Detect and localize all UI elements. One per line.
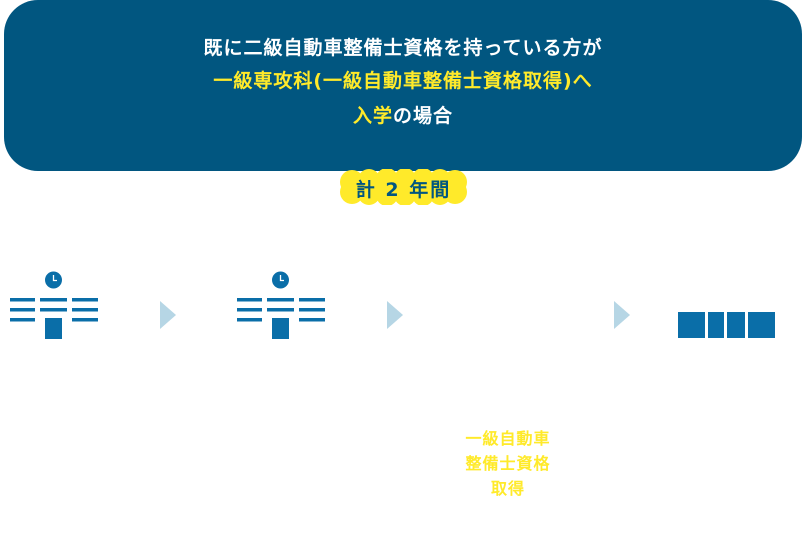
badge-label: 計 2 年間 (355, 179, 452, 201)
result-line-1: 一級自動車 (465, 429, 551, 448)
school-year-1-icon (10, 271, 98, 339)
arrow-right-icon (387, 301, 403, 329)
banner-line-1: 既に二級自動車整備士資格を持っている方が (203, 37, 603, 59)
banner-line-3: 入学の場合 (4, 104, 802, 128)
result-caption: 一級自動車 整備士資格 取得 (440, 426, 576, 501)
intro-banner: 既に二級自動車整備士資格を持っている方が 一級専攻科(一級自動車整備士資格取得)… (4, 0, 802, 171)
banner-line-3-rest: の場合 (393, 105, 454, 127)
badge-shape (340, 169, 467, 205)
result-line-2: 整備士資格 (465, 454, 551, 473)
result-line-3: 取得 (490, 479, 525, 498)
banner-line-2: 一級専攻科(一級自動車整備士資格取得)へ (213, 70, 593, 92)
duration-badge: 計 2 年間 (339, 169, 468, 205)
certificate-icon (678, 312, 775, 338)
arrow-right-icon (160, 301, 176, 329)
school-year-2-icon (237, 271, 325, 339)
banner-line-3-highlight: 入学 (352, 105, 393, 127)
arrow-right-icon (614, 301, 630, 329)
